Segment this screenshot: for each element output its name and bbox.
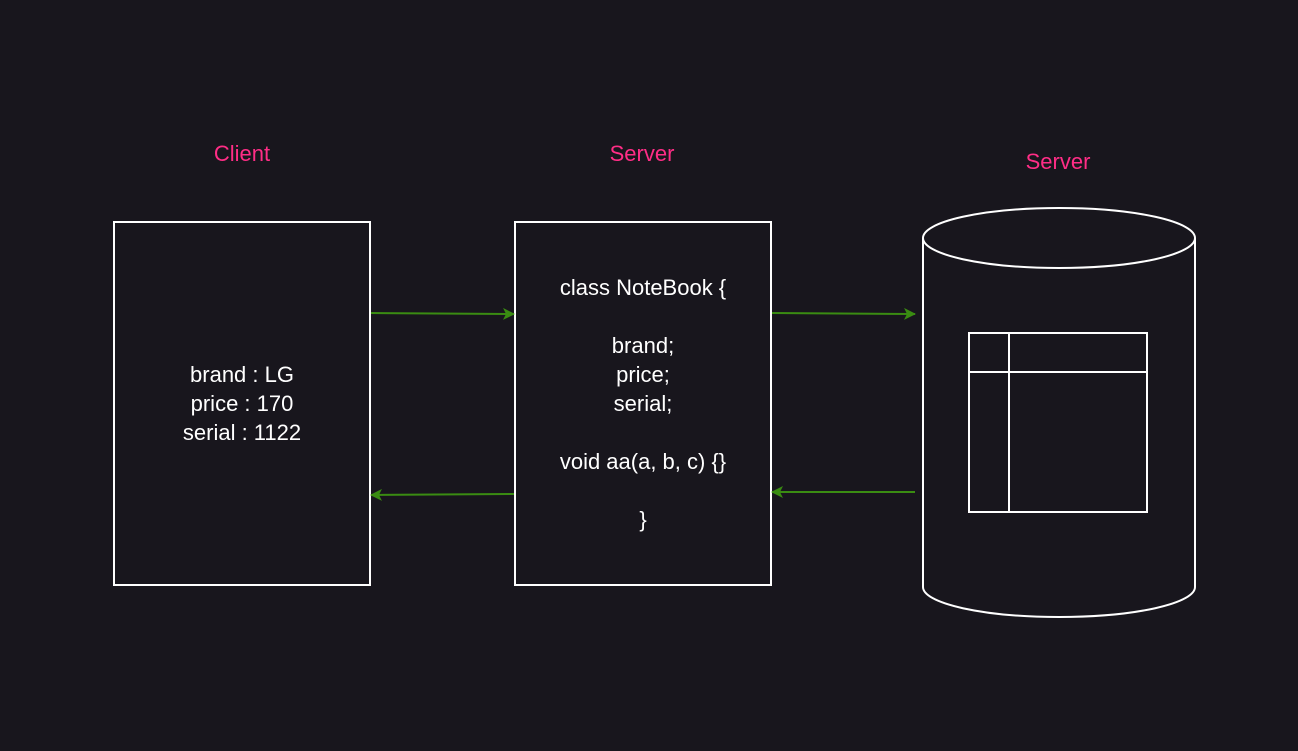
arrow-server-to-database: [771, 307, 916, 320]
server-code-line: price;: [616, 362, 670, 387]
server-code-line: class NoteBook {: [559, 275, 727, 300]
server-code-line: void aa(a, b, c) {}: [559, 449, 727, 474]
client-line: price : 170: [190, 391, 294, 416]
client-box[interactable]: brand : LG price : 170 serial : 1122: [113, 221, 371, 586]
client-line: brand : LG: [190, 362, 294, 387]
database-title: Server: [1025, 149, 1091, 174]
client-title: Client: [213, 141, 271, 166]
database-cylinder[interactable]: [922, 207, 1196, 618]
client-line: serial : 1122: [182, 420, 302, 445]
cylinder-body: [922, 238, 1196, 618]
server-code-line: brand;: [611, 333, 675, 358]
cylinder-top: [922, 207, 1196, 269]
arrow-client-to-server: [370, 307, 515, 320]
server-title: Server: [609, 141, 675, 166]
server-code-line: }: [639, 507, 647, 532]
table-icon: [968, 332, 1148, 513]
server-box[interactable]: class NoteBook { brand; price; serial; v…: [514, 221, 772, 586]
server-code-line: serial;: [613, 391, 673, 416]
arrow-server-to-client: [370, 488, 515, 501]
